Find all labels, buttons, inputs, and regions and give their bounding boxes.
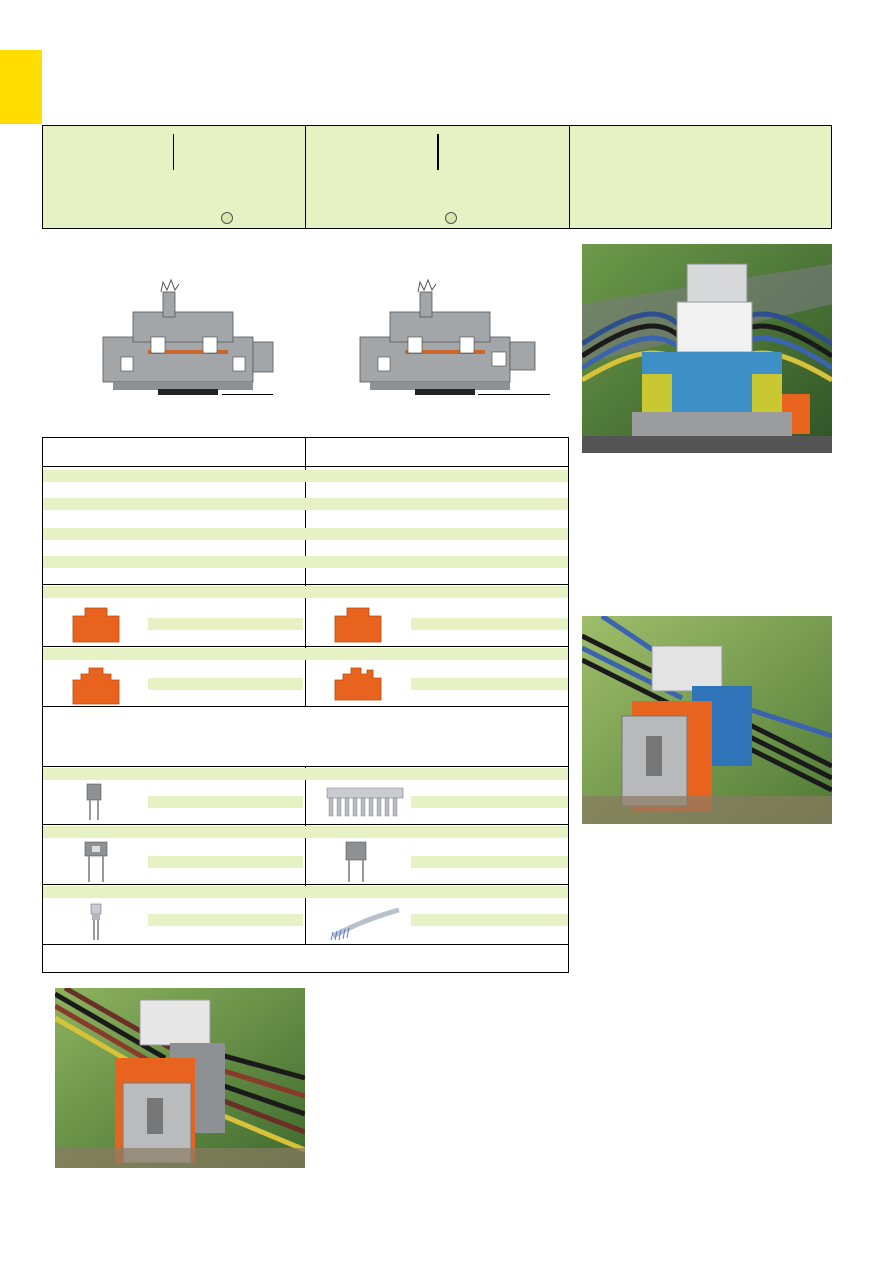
step-down-jumper-icon [84,841,108,882]
terminal-assembly-photo-bottom [55,988,305,1168]
terminal-block-drawing-right [359,278,536,395]
flexible-jumper-icon [330,907,400,941]
header-tick [437,134,439,170]
header-table [42,125,832,229]
technical-data-table [42,437,569,973]
terminal-assembly-photo-top [582,244,832,453]
approval-symbol-icon [445,212,457,224]
leader-line [222,394,273,395]
bridge-jumper-icon [345,841,367,882]
comb-jumper-icon [326,787,404,817]
terminal-block-drawing-left [102,278,274,395]
end-plate-icon [72,607,120,643]
test-plug-icon [90,903,102,940]
approval-symbol-icon [221,212,233,224]
leader-line [478,394,550,395]
terminal-assembly-photo-mid [582,616,832,824]
end-plate-icon [72,667,120,705]
end-plate-icon [334,607,382,643]
section-tab-marker [0,50,42,124]
push-in-jumper-icon [86,783,102,820]
header-tick [173,134,174,170]
end-plate-icon [334,667,382,701]
